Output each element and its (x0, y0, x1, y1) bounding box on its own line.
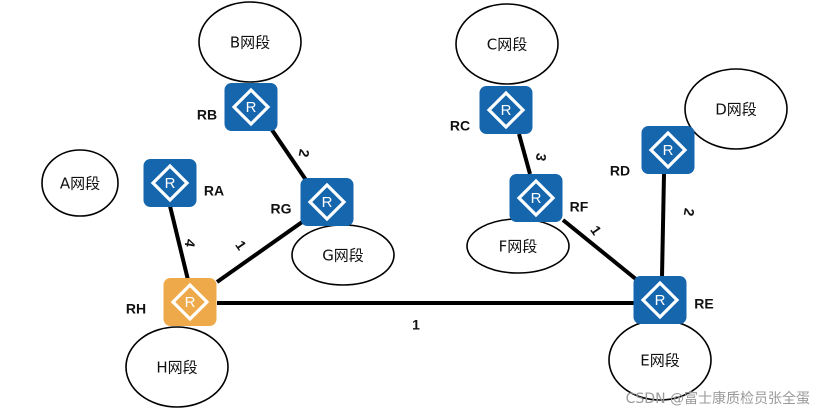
links-layer: 4 2 1 1 3 1 2 (168, 128, 698, 333)
router-label: RA (204, 183, 224, 199)
diamond-icon (640, 280, 680, 320)
segment-ellipse (684, 68, 788, 150)
diamond-icon (170, 282, 210, 322)
router-icon: R (307, 182, 347, 222)
router-label: RG (271, 201, 292, 217)
link-rb-rg (270, 128, 308, 182)
router-body (509, 174, 563, 222)
link-cost-label: 1 (232, 237, 250, 253)
router-label: RC (450, 118, 470, 134)
segment-c: C网段 (455, 3, 559, 85)
link-cost-label: 2 (296, 148, 313, 159)
router-icon: R (486, 90, 526, 130)
segment-g: G网段 (291, 224, 395, 286)
watermark: CSDN @富士康质检员张全蛋 (625, 391, 810, 407)
diamond-icon (307, 182, 347, 222)
router-icon: R (231, 87, 271, 127)
router-ra[interactable]: R RA (143, 159, 225, 207)
router-rc[interactable]: R RC (450, 86, 533, 134)
link-rd-re (660, 173, 666, 278)
diamond-icon (150, 163, 190, 203)
link-cost-label: 2 (681, 207, 698, 218)
link-rg-rh (215, 218, 307, 284)
router-glyph: R (165, 175, 176, 192)
segments-layer: A网段 B网段 C网段 D网段 E网段 F网段 G网段 H网段 (41, 1, 788, 408)
link-rf-re (561, 218, 639, 282)
segment-h: H网段 (125, 326, 229, 408)
segment-f: F网段 (466, 218, 570, 274)
router-rf[interactable]: R RF (509, 174, 589, 222)
router-label: RF (570, 199, 589, 215)
segment-label: E网段 (640, 352, 679, 370)
router-glyph: R (655, 292, 666, 309)
router-glyph: R (246, 99, 257, 116)
router-body (633, 276, 687, 324)
segment-d: D网段 (684, 68, 788, 150)
segment-label: H网段 (156, 359, 197, 377)
router-label: RD (610, 163, 630, 179)
segment-ellipse (125, 326, 229, 408)
segment-label: G网段 (322, 247, 364, 265)
diamond-icon (231, 87, 271, 127)
router-body (163, 278, 217, 326)
router-icon: R (648, 130, 688, 170)
router-glyph: R (663, 142, 674, 159)
router-rb[interactable]: R RB (197, 83, 278, 131)
link-cost-label: 1 (587, 222, 605, 238)
router-body (224, 83, 278, 131)
link-cost-label: 1 (412, 317, 420, 333)
router-glyph: R (501, 102, 512, 119)
routers-layer: R RA R RB R RC R RD R RE R RF R RG R RH (126, 83, 714, 326)
router-rd[interactable]: R RD (610, 126, 695, 179)
router-body (479, 86, 533, 134)
router-glyph: R (322, 194, 333, 211)
router-glyph: R (531, 190, 542, 207)
segment-label: F网段 (499, 238, 538, 256)
segment-ellipse (41, 149, 119, 217)
router-label: RB (197, 107, 217, 123)
router-icon: R (170, 282, 210, 322)
router-icon: R (150, 163, 190, 203)
router-re[interactable]: R RE (633, 276, 714, 324)
router-icon: R (516, 178, 556, 218)
segment-label: D网段 (715, 101, 757, 119)
segment-a: A网段 (41, 149, 119, 217)
segment-label: B网段 (230, 34, 270, 52)
segment-label: C网段 (487, 36, 527, 54)
diamond-icon (648, 130, 688, 170)
diamond-icon (516, 178, 556, 218)
router-glyph: R (185, 294, 196, 311)
link-rc-rf (517, 133, 532, 175)
link-ra-rh (168, 205, 190, 281)
router-icon: R (640, 280, 680, 320)
router-rh[interactable]: R RH (126, 278, 217, 326)
link-cost-label: 3 (533, 152, 550, 163)
router-body (143, 159, 197, 207)
router-label: RE (694, 296, 713, 312)
router-body (300, 178, 354, 226)
diamond-icon (486, 90, 526, 130)
segment-ellipse (455, 3, 559, 85)
segment-ellipse (198, 1, 302, 83)
router-body (641, 126, 695, 174)
segment-b: B网段 (198, 1, 302, 83)
link-cost-label: 4 (182, 238, 199, 249)
router-label: RH (126, 301, 146, 317)
router-rg[interactable]: R RG (271, 178, 354, 226)
segment-label: A网段 (60, 175, 100, 193)
